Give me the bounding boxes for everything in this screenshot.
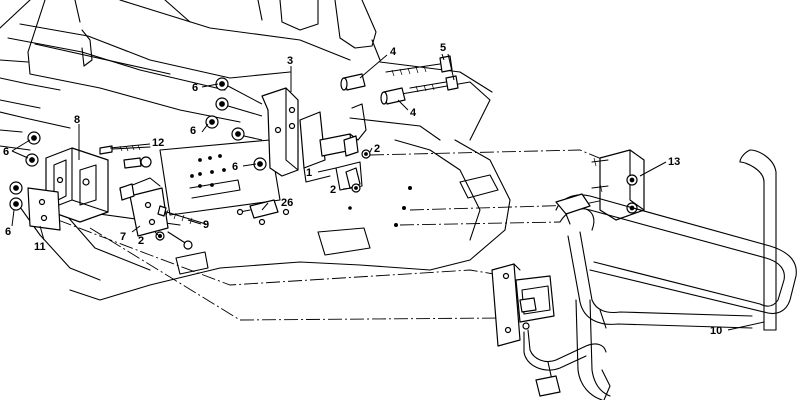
callout-12: 12: [152, 137, 164, 149]
left-mounting-bracket: [45, 147, 109, 223]
callout-6: 6: [5, 226, 11, 238]
nuts-left: [9, 131, 41, 211]
callout-labels: 1 2 2 2 3 4 4 5 6 6 6 6 6 7 8 9 10 11 12…: [3, 42, 722, 337]
trailer-socket-assembly: [491, 263, 611, 400]
bolts-5: [385, 55, 459, 93]
upper-bracket-3: [261, 87, 363, 191]
callout-3: 3: [287, 55, 293, 67]
hook-part: [343, 103, 367, 189]
nuts-2: [351, 149, 371, 193]
bolts-9: [155, 205, 207, 250]
callout-6: 6: [190, 125, 196, 137]
callout-2: 2: [330, 184, 336, 196]
callout-2: 2: [138, 235, 144, 247]
lower-bracket-7: [119, 177, 169, 237]
nuts-center: [205, 77, 267, 171]
callout-2: 2: [374, 143, 380, 155]
callout-26: 26: [281, 197, 293, 209]
callout-10: 10: [710, 325, 722, 337]
tow-frame-10: [555, 149, 797, 400]
callout-4: 4: [410, 107, 417, 119]
callout-leaders: [11, 53, 765, 331]
callout-11: 11: [34, 241, 46, 253]
callout-13: 13: [668, 156, 680, 168]
bracket-26: [236, 199, 290, 226]
bolt-12: [99, 144, 152, 169]
hitch-bar-13: [591, 149, 645, 221]
callout-6: 6: [3, 146, 9, 158]
callout-7: 7: [120, 231, 126, 243]
side-plate-11: [27, 187, 61, 231]
callout-5: 5: [440, 42, 446, 54]
callout-6: 6: [232, 161, 238, 173]
bushings-4: [340, 73, 406, 105]
callout-8: 8: [74, 114, 80, 126]
callout-4: 4: [390, 46, 397, 58]
callout-6: 6: [192, 82, 198, 94]
callout-1: 1: [306, 167, 312, 179]
callout-9: 9: [203, 219, 209, 231]
